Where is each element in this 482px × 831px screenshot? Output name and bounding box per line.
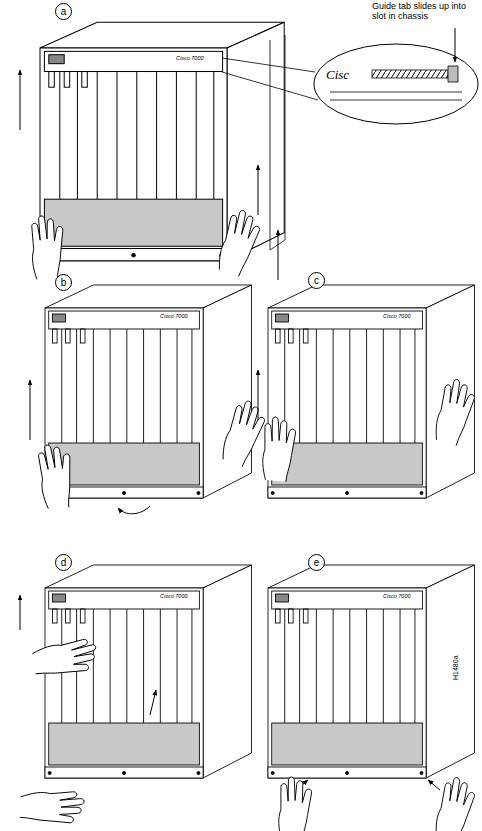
chassis-label: Cisco 7000: [160, 313, 188, 319]
panel-letter: e: [314, 558, 320, 568]
panel-letter: c: [314, 276, 319, 286]
chassis-label: Cisco 7000: [176, 55, 204, 61]
panel-letter: b: [61, 278, 67, 288]
chassis-label: Cisco 7000: [160, 593, 188, 599]
panel-letter-circle: d: [55, 554, 72, 571]
panel-letter-circle: c: [308, 272, 325, 289]
figure-id: H1480a: [452, 655, 460, 680]
callout-note: Guide tab slides up into slot in chassis: [372, 2, 480, 22]
chassis-label: Cisco 7000: [383, 593, 411, 599]
chassis-label: Cisco 7000: [383, 313, 411, 319]
panel-letter-circle: e: [308, 554, 325, 571]
panel-letter-circle: b: [55, 274, 72, 291]
panel-letter-circle: a: [55, 3, 72, 20]
logo-text: Cisc: [326, 68, 349, 82]
panel-letter: d: [61, 558, 67, 568]
panel-letter: a: [61, 7, 67, 17]
